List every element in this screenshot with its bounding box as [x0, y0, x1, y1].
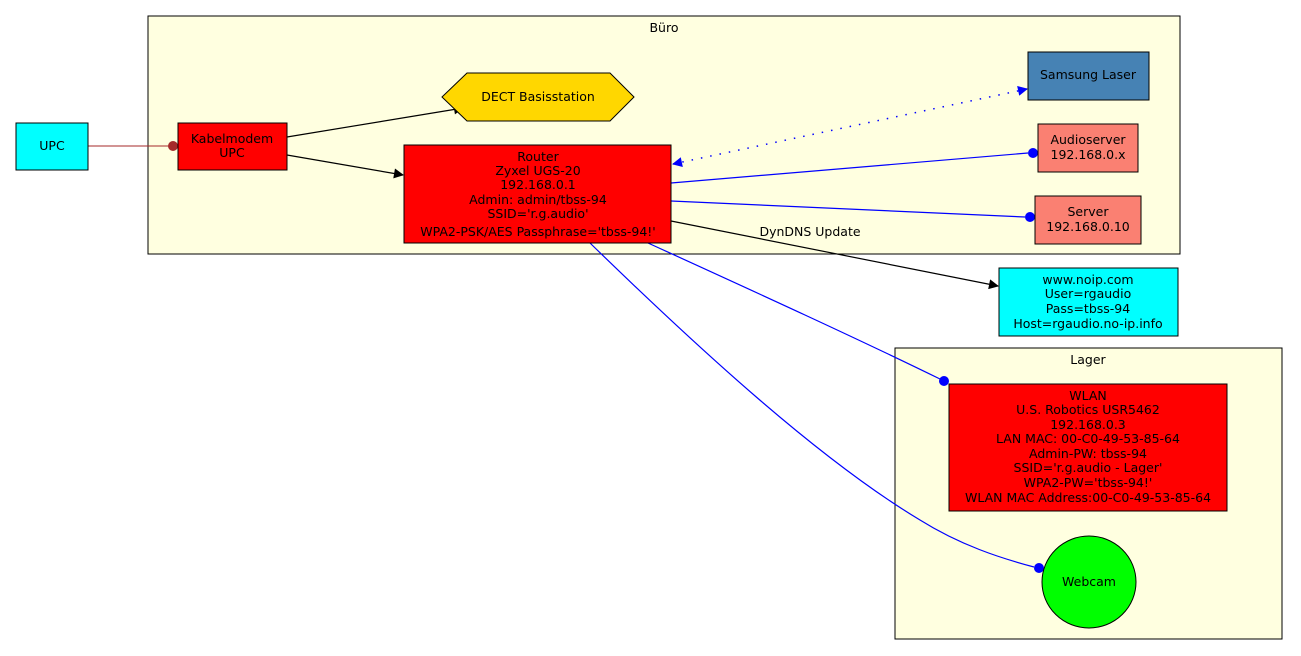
node-noip-line: User=rgaudio [1045, 286, 1131, 301]
edge-router-noip: DynDNS Update [670, 220, 999, 290]
node-upc[interactable]: UPC [15, 122, 89, 171]
node-upc-label: UPC [39, 138, 65, 153]
edge-dot-head [168, 141, 178, 151]
node-wlan-line: LAN MAC: 00-C0-49-53-85-64 [996, 431, 1180, 446]
node-audioserver-line: 192.168.0.x [1051, 147, 1126, 162]
node-router-line: Admin: admin/tbss-94 [469, 192, 607, 207]
node-webcam-label: Webcam [1062, 574, 1116, 589]
node-wlan-line: SSID='r.g.audio - Lager' [1014, 460, 1163, 475]
node-webcam[interactable]: Webcam [1041, 535, 1137, 629]
node-audioserver-line: Audioserver [1050, 132, 1126, 147]
edge-dot-head [939, 376, 949, 386]
node-server-line: 192.168.0.10 [1046, 219, 1130, 234]
node-wlan-line: WLAN MAC Address:00-C0-49-53-85-64 [965, 490, 1211, 505]
node-router-line: SSID='r.g.audio' [487, 206, 588, 221]
edge-dot-head [1034, 563, 1044, 573]
node-dect[interactable]: DECT Basisstation [441, 72, 635, 122]
edge-router-webcam [589, 242, 1044, 573]
node-router-line: Router [517, 149, 559, 164]
edge-router-wlan [647, 242, 949, 386]
node-kabelmodem-line: UPC [219, 145, 245, 160]
cluster-lager-label: Lager [1070, 352, 1106, 367]
node-noip-line: www.noip.com [1042, 272, 1133, 287]
node-samsung-label: Samsung Laser [1040, 67, 1137, 82]
edge-label-dyndns: DynDNS Update [759, 224, 860, 239]
node-server-line: Server [1068, 204, 1110, 219]
node-wlan-line: WLAN [1069, 388, 1107, 403]
node-wlan-line: U.S. Robotics USR5462 [1016, 402, 1160, 417]
node-wlan-line: WPA2-PW='tbss-94!' [1024, 475, 1153, 490]
edge-router-server [670, 200, 1035, 222]
node-noip[interactable]: www.noip.com User=rgaudio Pass=tbss-94 H… [998, 267, 1179, 337]
node-wlan-line: 192.168.0.3 [1050, 417, 1126, 432]
edge-upc-kabelmodem [88, 141, 178, 151]
edge-kabelmodem-dect [286, 104, 464, 138]
node-kabelmodem[interactable]: Kabelmodem UPC [177, 122, 288, 171]
node-samsung-laser[interactable]: Samsung Laser [1027, 51, 1150, 101]
node-noip-line: Pass=tbss-94 [1046, 301, 1130, 316]
edge-kabelmodem-router [286, 154, 404, 179]
node-router[interactable]: Router Zyxel UGS-20 192.168.0.1 Admin: a… [403, 144, 672, 244]
node-router-line: Zyxel UGS-20 [495, 163, 580, 178]
node-server[interactable]: Server 192.168.0.10 [1034, 195, 1142, 245]
cluster-buero-label: Büro [649, 20, 678, 35]
node-router-line: WPA2-PSK/AES Passphrase='tbss-94!' [420, 224, 656, 239]
node-wlan[interactable]: WLAN U.S. Robotics USR5462 192.168.0.3 L… [948, 383, 1228, 512]
edge-dot-head [1025, 212, 1035, 222]
node-dect-label: DECT Basisstation [481, 89, 595, 104]
node-kabelmodem-line: Kabelmodem [191, 131, 273, 146]
node-wlan-line: Admin-PW: tbss-94 [1029, 446, 1147, 461]
node-audioserver[interactable]: Audioserver 192.168.0.x [1037, 123, 1139, 173]
edge-dot-head [1028, 148, 1038, 158]
node-noip-line: Host=rgaudio.no-ip.info [1013, 316, 1162, 331]
edge-router-samsung [672, 85, 1028, 168]
node-router-line: 192.168.0.1 [500, 177, 576, 192]
edge-router-audioserver [670, 148, 1038, 184]
